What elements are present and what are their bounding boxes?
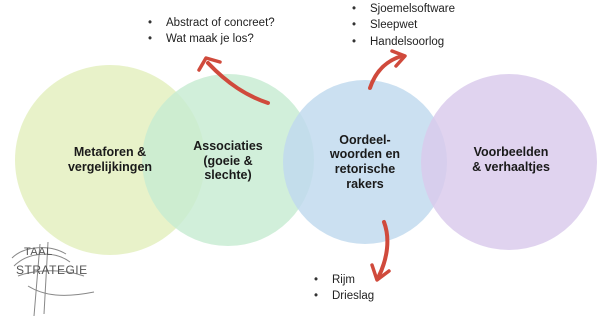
bullet-item: Sleepwet [350, 17, 455, 34]
bullet-item: Handelsoorlog [350, 34, 455, 51]
circle-oordeelwoorden [283, 80, 447, 244]
arrow-associaties-head [197, 56, 222, 72]
circle-label-voorbeelden: Voorbeelden & verhaaltjes [472, 145, 550, 174]
bullet-item: Wat maak je los? [146, 31, 275, 48]
arrow-oordeelwoorden-up [368, 54, 404, 90]
bullets-associaties: Abstract of concreet? Wat maak je los? [146, 15, 275, 48]
circle-associaties [142, 74, 314, 246]
logo-lines-icon [11, 241, 95, 317]
bullet-item: Sjoemelsoftware [350, 1, 455, 18]
circle-label-associaties: Associaties (goeie & slechte) [193, 138, 263, 183]
logo-text-strategie: STRATEGIE [16, 263, 88, 277]
circle-label-oordeelwoorden: Oordeel- woorden en retorische rakers [329, 132, 401, 191]
arrow-oordeelwoorden-down [376, 220, 390, 280]
bullets-oordeelwoorden-bottom: Rijm Drieslag [312, 272, 374, 305]
circle-label-metaforen: Metaforen & vergelijkingen [67, 145, 153, 174]
circle-voorbeelden [421, 74, 597, 250]
bullet-item: Abstract of concreet? [146, 15, 275, 32]
bullet-item: Rijm [312, 272, 374, 289]
bullets-oordeelwoorden-top: Sjoemelsoftware Sleepwet Handelsoorlog [350, 1, 455, 50]
arrow-associaties [206, 61, 270, 105]
arrow-oordeelwoorden-down-head [370, 263, 391, 282]
logo-text-taal: TAAL [24, 246, 53, 258]
taalstrategie-logo: TAAL STRATEGIE [4, 236, 124, 320]
arrow-oordeelwoorden-up-head [390, 49, 407, 68]
bullet-item: Drieslag [312, 288, 374, 305]
